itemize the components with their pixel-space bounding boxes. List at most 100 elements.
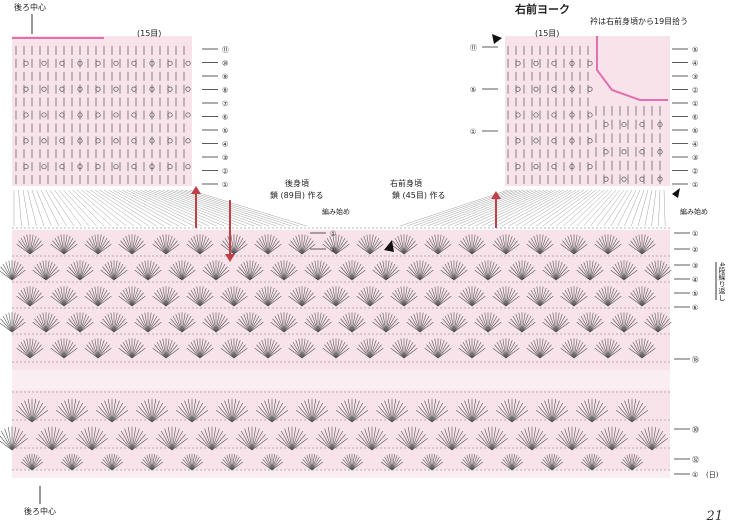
- stitch-mark: [156, 237, 167, 255]
- stitch-mark: [569, 86, 575, 92]
- stitch-mark: [607, 235, 615, 255]
- stitch-mark: [182, 458, 193, 471]
- stitch-mark: [206, 263, 217, 281]
- stitch-mark: [542, 458, 553, 471]
- stitch-mark: [181, 312, 186, 333]
- stitch-mark: [428, 237, 439, 255]
- stitch-mark: [539, 338, 544, 359]
- stitch-mark: [199, 338, 204, 359]
- stitch-mark: [138, 315, 149, 333]
- stitch-mark: [309, 454, 313, 471]
- stitch-mark: [607, 295, 622, 307]
- stitch-mark: [644, 189, 653, 227]
- stitch-mark: [111, 455, 118, 471]
- stitch-mark: [465, 339, 473, 359]
- stitch-mark: [159, 287, 167, 307]
- stitch-mark: [657, 261, 665, 281]
- stitch-mark: [301, 339, 309, 359]
- stitch-mark: [358, 292, 371, 307]
- stitch-mark: [549, 454, 553, 471]
- stitch-mark: [580, 315, 591, 333]
- stitch-mark: [419, 263, 430, 281]
- stitch-mark: [351, 313, 359, 333]
- stitch-mark: [335, 339, 343, 359]
- stitch-mark: [505, 243, 520, 255]
- stitch-mark: [438, 434, 453, 451]
- stitch-mark: [0, 322, 13, 333]
- stitch-mark: [131, 243, 146, 255]
- stitch-mark: [97, 243, 112, 255]
- stitch-mark: [385, 269, 400, 281]
- stitch-mark: [260, 461, 273, 471]
- stitch-mark: [212, 260, 217, 281]
- row-label: ⑤: [470, 86, 476, 94]
- stitch-mark: [610, 189, 633, 227]
- stitch-mark: [431, 287, 439, 307]
- stitch-mark: [11, 430, 23, 451]
- stitch-mark: [620, 461, 633, 471]
- stitch-mark: [587, 164, 593, 170]
- stitch-mark: [77, 138, 83, 144]
- stitch-mark: [474, 269, 489, 281]
- stitch-mark: [502, 234, 507, 255]
- stitch-mark: [385, 263, 396, 281]
- stitch-mark: [99, 189, 157, 227]
- stitch-mark: [91, 430, 103, 451]
- stitch-mark: [204, 318, 217, 333]
- stitch-mark: [487, 261, 495, 281]
- stitch-mark: [434, 234, 439, 255]
- stitch-mark: [41, 430, 53, 451]
- stitch-mark: [562, 344, 575, 359]
- stitch-mark: [71, 402, 83, 423]
- stitch-mark: [165, 344, 178, 359]
- stitch-mark: [391, 454, 395, 471]
- stitch-mark: [366, 338, 371, 359]
- stitch-mark: [240, 315, 251, 333]
- stitch-mark: [561, 430, 573, 451]
- stitch-mark: [215, 318, 228, 333]
- stitch-mark: [555, 266, 568, 281]
- stitch-mark: [111, 461, 124, 471]
- row-label: ⑩: [222, 60, 228, 68]
- stitch-mark: [131, 347, 146, 359]
- stitch-mark: [521, 430, 533, 451]
- stitch-mark: [190, 341, 201, 359]
- stitch-mark: [555, 269, 570, 281]
- stitch-mark: [233, 338, 238, 359]
- stitch-mark: [249, 313, 257, 333]
- stitch-mark: [451, 430, 463, 451]
- stitch-mark: [131, 338, 136, 359]
- stitch-mark: [403, 338, 408, 359]
- stitch-mark: [419, 269, 434, 281]
- stitch-mark: [274, 315, 285, 333]
- stitch-mark: [113, 318, 126, 333]
- stitch-mark: [510, 266, 523, 281]
- stitch-mark: [41, 60, 47, 66]
- stitch-mark: [142, 458, 153, 471]
- stitch-mark: [403, 243, 418, 255]
- stitch-mark: [326, 237, 337, 255]
- stitch-mark: [351, 455, 358, 471]
- stitch-mark: [249, 269, 264, 281]
- stitch-mark: [371, 427, 377, 451]
- stitch-mark: [261, 339, 269, 359]
- stitch-mark: [211, 428, 220, 451]
- stitch-mark: [317, 318, 330, 333]
- stitch-mark: [26, 234, 31, 255]
- stitch-mark: [464, 456, 473, 471]
- stitch-mark: [505, 237, 516, 255]
- stitch-mark: [117, 189, 187, 227]
- stitch-mark: [607, 240, 620, 255]
- stitch-mark: [338, 406, 353, 423]
- stitch-mark: [544, 266, 557, 281]
- stitch-mark: [70, 263, 81, 281]
- stitch-mark: [591, 402, 603, 423]
- stitch-mark: [358, 434, 373, 451]
- stitch-mark: [500, 461, 513, 471]
- stitch-mark: [371, 428, 380, 451]
- stitch-mark: [596, 292, 609, 307]
- stitch-mark: [54, 341, 65, 359]
- stitch-mark: [580, 263, 591, 281]
- stitch-mark: [411, 438, 428, 451]
- stitch-mark: [638, 338, 643, 359]
